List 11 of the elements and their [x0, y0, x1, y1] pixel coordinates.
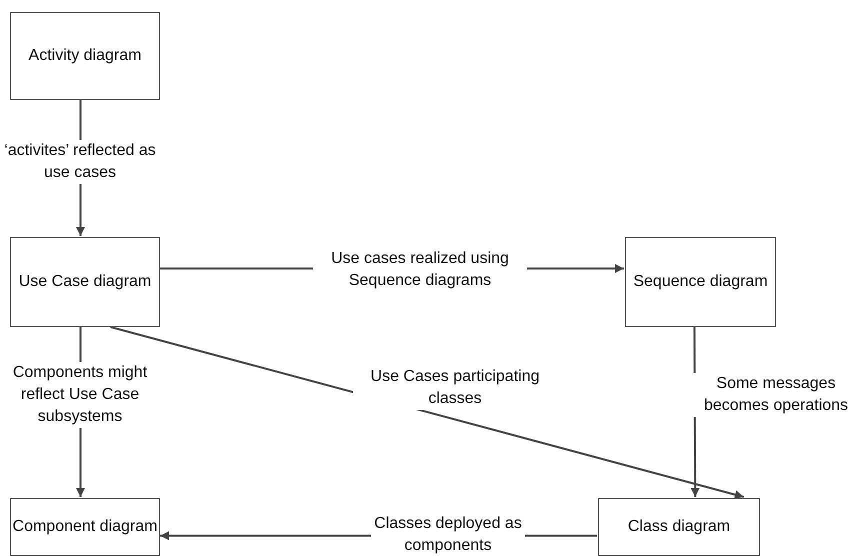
box-label: Activity diagram [28, 47, 142, 65]
diagram-box [10, 237, 160, 327]
box-label: Class diagram [628, 518, 730, 536]
diagram-box [598, 498, 760, 556]
diagram-box [10, 498, 160, 556]
diagram-box [10, 12, 160, 100]
box-label: Use Case diagram [18, 273, 152, 291]
arrow [110, 326, 744, 500]
box-label: Sequence diagram [633, 273, 768, 291]
box-label: Component diagram [12, 518, 158, 536]
diagram-box [625, 237, 776, 327]
